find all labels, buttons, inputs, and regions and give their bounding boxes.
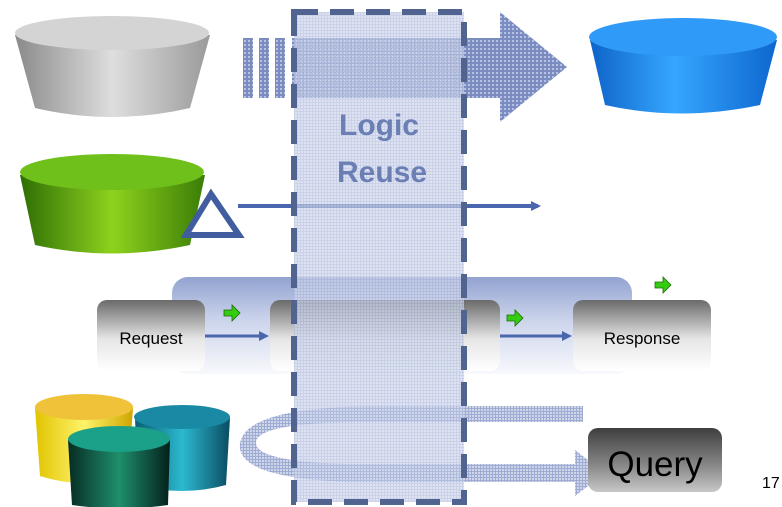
logic-reuse-label-line1: Logic — [339, 109, 419, 142]
green-database-icon — [20, 154, 205, 254]
green-arrow-icon — [223, 304, 241, 322]
green-arrow-icon — [654, 276, 672, 294]
query-box — [588, 428, 722, 492]
green-arrow-icon — [506, 309, 524, 327]
logic-reuse-label-line2: Reuse — [337, 156, 427, 189]
request-box — [97, 300, 205, 371]
response-box — [573, 300, 711, 371]
response-label: Response — [604, 329, 681, 348]
delta-triangle-icon — [180, 188, 245, 238]
dark-green-database-icon — [68, 426, 170, 507]
request-label: Request — [119, 329, 183, 348]
query-label: Query — [607, 445, 703, 484]
blue-database-icon — [589, 18, 777, 114]
gray-database-icon — [15, 16, 210, 117]
page-number: 17 — [762, 475, 780, 492]
logic-reuse-band — [291, 9, 467, 505]
